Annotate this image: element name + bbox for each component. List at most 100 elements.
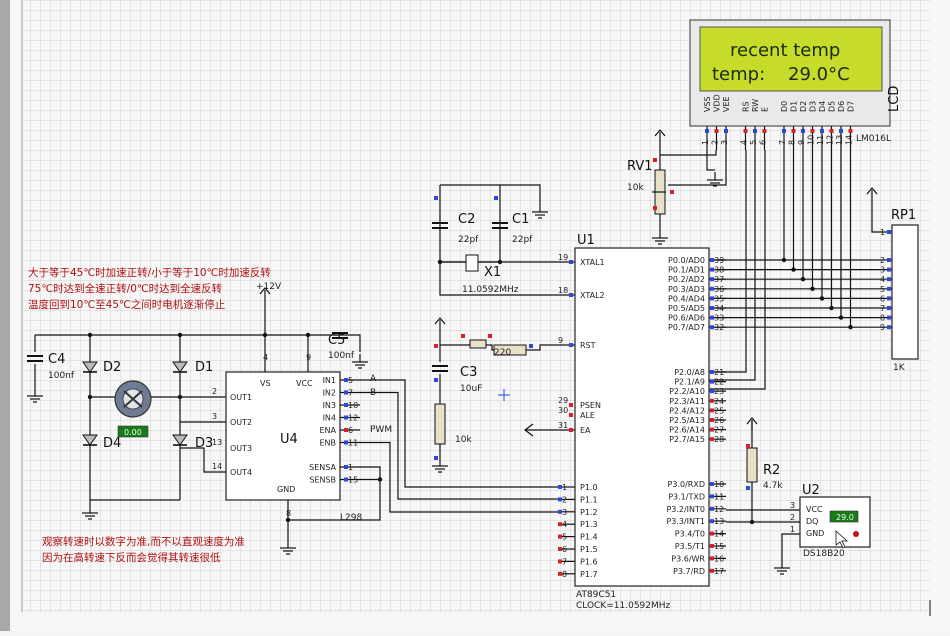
lcd-line-1: recent temp [730, 40, 840, 61]
u1-pin-number: 26 [714, 416, 724, 425]
v12-label: +12V [256, 282, 282, 292]
pin-marker [887, 296, 891, 301]
u4-pin-name: SENSA [309, 463, 336, 472]
u1-pin-number: 21 [714, 368, 724, 377]
u1-pin-number: 1 [562, 483, 567, 492]
ground-symbol [27, 388, 43, 403]
c5-capacitor [332, 332, 348, 339]
u4-pin-name: IN3 [323, 401, 336, 410]
lcd-pin-name: VSS [703, 96, 712, 112]
pin-marker [558, 547, 562, 551]
c3-capacitor [432, 365, 448, 372]
d3-ref: D3 [195, 436, 213, 451]
u4-vcc: VCC [296, 379, 313, 388]
u1-pin-name: P0.4/AD4 [668, 294, 705, 303]
pin-marker [887, 277, 891, 282]
lcd-pin-number: 11 [816, 135, 825, 145]
pin-marker [710, 306, 714, 310]
lcd-pin-name: VEE [722, 96, 731, 112]
motor-readout: 0.00 [124, 428, 142, 437]
u1-pin-number: 4 [562, 520, 567, 529]
c4-value: 100nf [48, 371, 75, 381]
c3-ref: C3 [460, 365, 477, 380]
u1-pin-number: 15 [714, 542, 724, 551]
wire [360, 441, 562, 513]
ea-arrow-icon [524, 423, 534, 437]
pin-marker [569, 260, 573, 264]
u1-model: AT89C51 [576, 590, 616, 600]
u1-pin-name: P1.1 [580, 495, 598, 504]
pin-marker [344, 390, 348, 395]
pin-marker [558, 497, 562, 502]
lcd-pin-name: D2 [799, 101, 808, 112]
u1-pin-number: 37 [714, 275, 724, 284]
ground-symbol [82, 505, 98, 520]
lcd-pin-number: 9 [797, 140, 806, 145]
pin-marker [887, 325, 891, 330]
lcd-pin-number: 8 [788, 140, 797, 145]
pin-marker [670, 190, 674, 194]
u1-pin-name: P2.0/A8 [674, 368, 705, 377]
u4-pin-number: 2 [212, 387, 217, 396]
ground-symbol [707, 172, 723, 187]
pin-marker [558, 534, 562, 539]
wire [668, 150, 727, 186]
u2-sensor[interactable]: U2 VCC DQ GND 29.0 DS18B20 3 2 1 [790, 483, 871, 559]
u1-pin-name: P3.1/TXD [668, 492, 705, 501]
pin-marker [782, 129, 786, 133]
ground-symbol [352, 354, 368, 369]
d4-diode [82, 434, 98, 446]
u1-pin-name: P0.1/AD1 [668, 266, 705, 275]
dc-motor[interactable]: 0.00 [114, 380, 152, 438]
lcd-pin-number: 7 [778, 140, 787, 145]
lcd-pin-name: D6 [837, 101, 846, 112]
u1-pin-name: P2.3/A11 [669, 397, 705, 406]
u1-mcu[interactable]: U1 AT89C51 CLOCK=11.0592MHz XTAL119XTAL2… [558, 233, 724, 611]
u4-driver[interactable]: U4 L298 VS VCC GND 4 9 8 OUT12OUT23OUT31… [212, 353, 362, 523]
u4-pin-name: ENA [319, 426, 336, 435]
lcd-module[interactable]: recent temp temp: 29.0°C LCD LM016L VSS1… [689, 19, 902, 145]
u1-pin-number: 36 [714, 285, 724, 294]
u2-pin1: 1 [790, 525, 795, 534]
u4-pin-number: 3 [212, 412, 217, 421]
pin-marker [791, 129, 796, 133]
u1-pin-number: 18 [558, 286, 568, 295]
ground-symbol [532, 204, 548, 219]
u1-pin-name: P0.6/AD6 [668, 314, 705, 323]
u1-clock: CLOCK=11.0592MHz [576, 601, 671, 611]
note-bottom-2: 因为在高转速下反而会觉得其转速很低 [42, 551, 221, 564]
u1-pin-name: P2.5/A13 [669, 416, 705, 425]
pin-marker [569, 428, 573, 432]
pin-marker [848, 129, 853, 133]
wire [360, 466, 381, 481]
c2-value: 22pf [458, 235, 479, 245]
pin-marker [710, 568, 714, 573]
u4-pin-number: 14 [212, 462, 222, 471]
power-arrow-icon [654, 129, 666, 142]
pin-marker [753, 129, 757, 133]
u4-ref: U4 [280, 432, 298, 447]
junction-dot [177, 394, 183, 400]
note-top-2: 75℃时达到全速正转/0℃时达到全速反转 [28, 282, 223, 295]
u4-pin8: 8 [286, 509, 291, 518]
u1-pin-number: 28 [714, 435, 724, 444]
pin-marker [710, 325, 714, 330]
pin-marker [344, 465, 348, 469]
u1-pin-number: 23 [714, 387, 724, 396]
d2-diode [82, 361, 98, 373]
pin-marker [810, 129, 815, 133]
rp1-pin-number: 7 [880, 304, 885, 313]
junction-dot [819, 296, 825, 301]
pin-marker [714, 129, 719, 133]
wire [360, 379, 562, 488]
u1-pin-number: 13 [714, 517, 724, 526]
pin-marker [488, 334, 492, 338]
pin-marker [710, 531, 714, 536]
d3-diode [172, 434, 188, 446]
lcd-ref: LCD [887, 86, 902, 112]
u1-pin-name: P0.2/AD2 [668, 275, 705, 284]
pin-marker [529, 344, 533, 348]
net-b-label: B [370, 388, 376, 398]
